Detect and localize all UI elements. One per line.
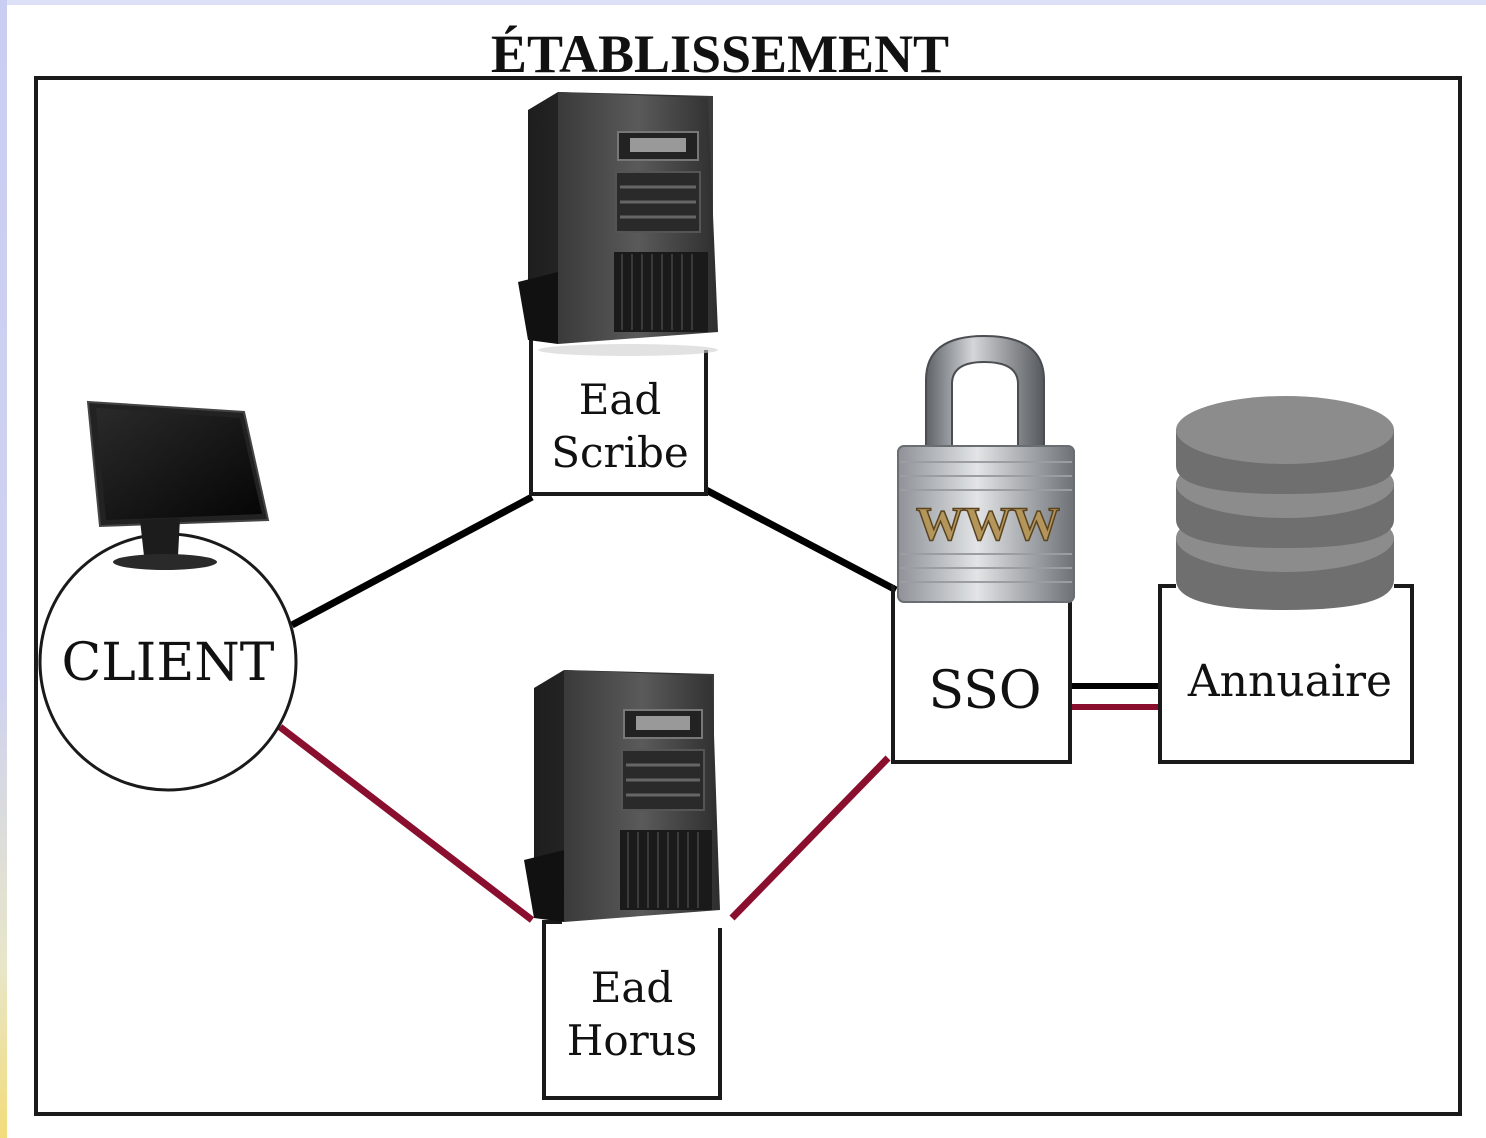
ead-horus-label-line2: Horus [567,1016,698,1065]
node-client: CLIENT [38,532,298,792]
ead-scribe-label-line1: Ead [579,375,662,424]
sso-box [891,585,1072,764]
top-border-strip [0,0,1486,5]
annuaire-label: Annuaire [1187,656,1392,707]
server-tower-icon [524,670,720,922]
link-scribe-sso [704,486,898,594]
diagram-title: ÉTABLISSEMENT [491,24,949,84]
ead-horus-label-line1: Ead [591,963,674,1012]
ead-scribe-label-line2: Scribe [551,428,689,477]
padlock-www-text: WWW [916,498,1060,551]
left-border-strip [0,0,7,1138]
node-ead-horus: Ead Horus [542,920,722,1100]
sso-label: SSO [929,661,1042,721]
database-icon [1176,396,1394,610]
node-sso: SSO [891,585,1072,764]
link-client-scribe [290,493,534,629]
padlock-www-icon: WWW [897,334,1075,603]
ead-horus-box [542,920,722,1100]
annuaire-box [1158,584,1414,764]
links [277,486,1162,923]
client-label: CLIENT [61,633,274,693]
link-horus-sso [729,755,891,921]
node-annuaire: Annuaire [1158,584,1414,764]
monitor-icon [86,400,270,570]
link-client-horus [277,724,535,923]
server-tower-icon [518,92,718,356]
